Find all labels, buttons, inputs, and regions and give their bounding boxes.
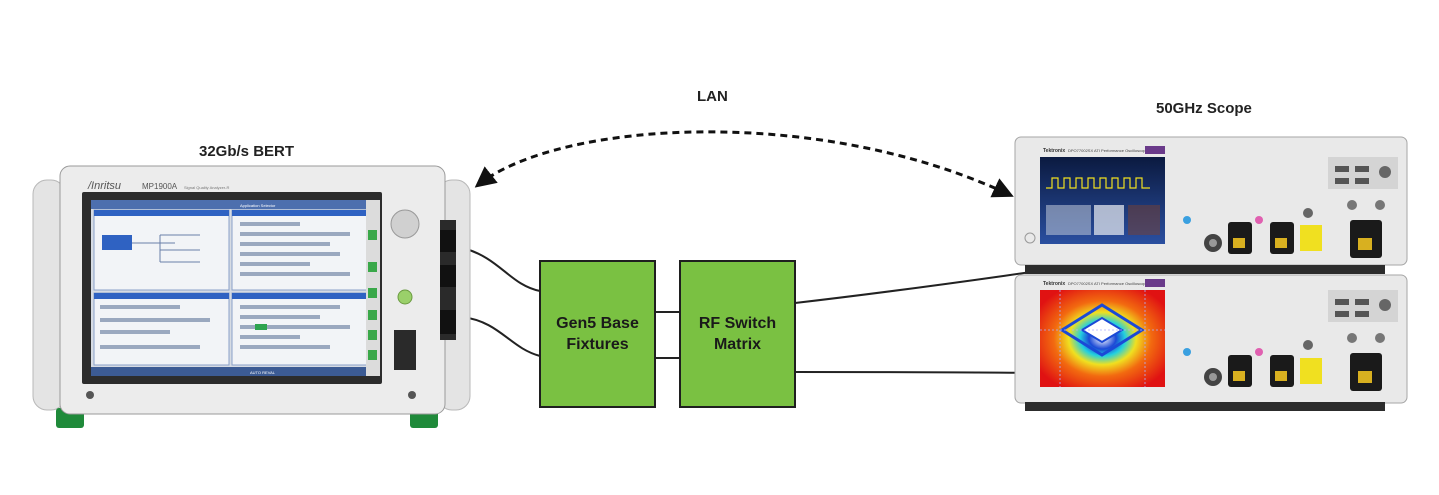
- cable-bert-to-fixtures-lower: [462, 316, 541, 357]
- scope-instrument: Tektronix DPO77002SX ATI Performance Osc…: [1014, 136, 1408, 411]
- scope-model: DPO77002SX ATI Performance Oscilloscope: [1068, 148, 1149, 153]
- bert-rotary-knob[interactable]: [390, 209, 420, 239]
- gen5-base-fixtures-box: Gen5 Base Fixtures: [539, 260, 656, 408]
- lan-label: LAN: [697, 88, 728, 105]
- bert-subtitle: Signal Quality Analyzer-R: [184, 185, 229, 190]
- bert-usb-ports: [394, 330, 416, 370]
- bert-power-button[interactable]: [397, 289, 413, 305]
- bert-screen-header: Application Selector: [240, 203, 276, 208]
- cable-bert-to-fixtures-upper: [462, 247, 541, 292]
- scope-lower-inputs[interactable]: [1183, 340, 1322, 387]
- scope-lower-rear-panel: [1328, 290, 1398, 391]
- scope-upper-rear-panel: [1328, 157, 1398, 258]
- bert-model: MP1900A: [142, 182, 178, 191]
- rf-switch-matrix-box: RF Switch Matrix: [679, 260, 796, 408]
- bert-label: 32Gb/s BERT: [199, 143, 295, 160]
- bert-side-buttons[interactable]: [368, 230, 377, 360]
- scope-lower-brand: Tektronix: [1043, 281, 1065, 287]
- bert-instrument: /Inritsu MP1900A Signal Quality Analyzer…: [32, 165, 471, 428]
- bert-status-text: AUTO REVAL: [250, 370, 276, 375]
- rf-switch-matrix-label: RF Switch Matrix: [698, 315, 777, 353]
- gen5-base-fixtures-label: Gen5 Base Fixtures: [556, 315, 639, 353]
- bert-brand: /Inritsu: [87, 180, 121, 192]
- scope-label: 50GHz Scope: [1156, 100, 1252, 117]
- lan-link-arrow: [474, 130, 1014, 198]
- scope-upper-inputs[interactable]: [1183, 208, 1322, 254]
- scope-lower-model: DPO77002SX ATI Performance Oscilloscope: [1068, 281, 1149, 286]
- scope-brand: Tektronix: [1043, 148, 1065, 154]
